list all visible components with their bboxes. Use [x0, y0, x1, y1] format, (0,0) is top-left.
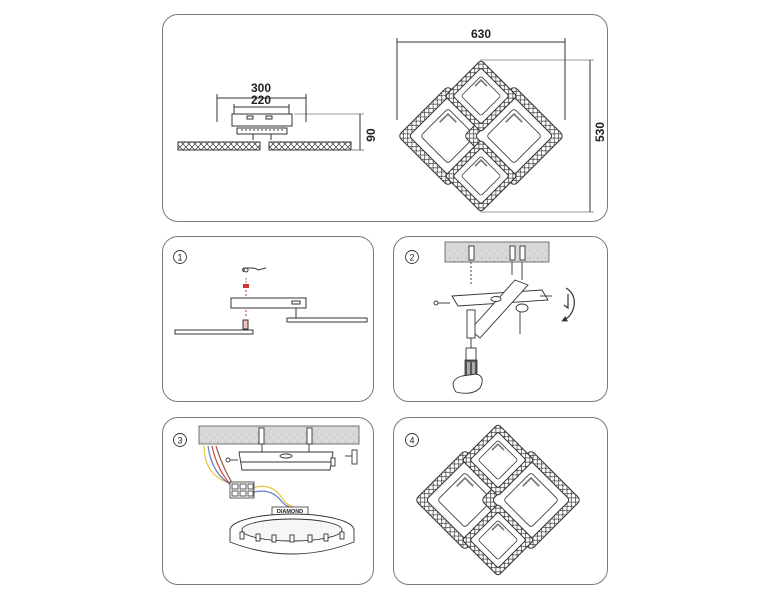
ceiling-bracket: [231, 113, 293, 127]
diamond-module-bottom: [445, 140, 517, 212]
step-1-label: 1: [177, 253, 182, 263]
step-3-illustration: DIAMOND: [198, 425, 360, 555]
step-1-number: [173, 250, 187, 264]
step-3-panel: [162, 417, 374, 585]
screw-icon: [243, 284, 249, 288]
step-2-panel: [393, 236, 608, 402]
dim-label-90: 90: [364, 128, 378, 142]
step-2-illustration: [433, 241, 575, 394]
ceiling: [198, 425, 360, 445]
step-4-label: 4: [409, 436, 414, 446]
dim-label-530: 530: [593, 122, 607, 142]
light-bar-left: [177, 141, 261, 151]
terminal-block: [229, 481, 255, 499]
step-1-illustration: [174, 267, 368, 335]
diamond-module-top: [445, 60, 517, 132]
top-view-lamp: [396, 38, 594, 213]
lamp-assembled: [416, 424, 580, 576]
step-2-number: [405, 250, 419, 264]
ceiling: [444, 241, 550, 263]
step-3-label: 3: [177, 436, 182, 446]
rotate-arrow-icon: [561, 287, 575, 322]
step-4-number: [405, 433, 419, 447]
dim-label-220: 220: [251, 93, 271, 107]
dim-label-300: 300: [251, 81, 271, 95]
lamp-top-view: [399, 60, 563, 212]
diamond-module-bottom: [462, 504, 534, 576]
driver-label: DIAMOND: [277, 509, 303, 515]
lamp-ring: [229, 513, 355, 555]
step-3-number: [173, 433, 187, 447]
diamond-module-top: [462, 424, 534, 496]
screwdriver-icon: [452, 359, 483, 394]
step-2-label: 2: [409, 253, 414, 263]
side-view-lamp: [177, 94, 364, 151]
light-bar-right: [268, 141, 352, 151]
dim-label-630: 630: [471, 27, 491, 41]
